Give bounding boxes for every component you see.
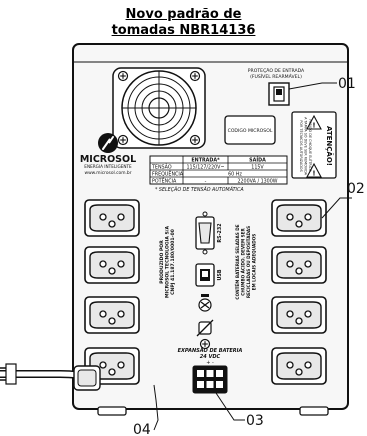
svg-text:CNPJ 41.187.180/0001-00: CNPJ 41.187.180/0001-00: [170, 229, 176, 295]
spec-row-1-label: FREQUÊNCIA: [152, 170, 184, 178]
input-protection-fuse: PROTEÇÃO DE ENTRADA (FUSÍVEL REARMÁVEL): [248, 67, 305, 106]
spec-row-1-value: 60 Hz: [228, 172, 242, 178]
battery-notice: CONTÉM BATERIAS SELADAS DE CHUMBO ÁCIDO.…: [235, 224, 257, 299]
protection-label-1: PROTEÇÃO DE ENTRADA: [248, 67, 305, 74]
title-line-1: Novo padrão de: [125, 7, 242, 22]
callout-label-01: 01: [338, 76, 356, 92]
warning-title: ATENÇÃO!: [325, 126, 334, 166]
outlet-right-1: [271, 199, 327, 237]
brand-tagline: ENERGIA INTELIGENTE: [84, 164, 132, 169]
svg-text:EM LOCAIS ADEQUADOS: EM LOCAIS ADEQUADOS: [252, 234, 257, 291]
title-line-2: tomadas NBR14136: [111, 23, 256, 38]
usb-port: [195, 263, 215, 287]
svg-text:MICROSOL TECNOLOGIA S/A: MICROSOL TECNOLOGIA S/A: [165, 226, 171, 299]
spec-row-2-out: 2200VA / 1300W: [237, 179, 277, 185]
svg-text:!: !: [312, 170, 315, 178]
outlet-right-2: [271, 246, 327, 284]
usb-label: USB: [217, 269, 223, 280]
warning-label: ! ! ATENÇÃO! PERIGO DE CHOQUE ELÉTRICO. …: [291, 111, 337, 179]
callout-label-02: 02: [347, 181, 365, 197]
svg-text:CHUMBO ÁCIDO. DEVEM SER: CHUMBO ÁCIDO. DEVEM SER: [241, 228, 246, 296]
warning-text-2: A TAMPA SÓ DEVE SER REMOVIDA: [304, 117, 309, 175]
spec-footnote: * SELEÇÃO DE TENSÃO AUTOMÁTICA: [155, 186, 244, 193]
power-cord: [0, 363, 101, 391]
rs232-label: RS-232: [217, 223, 223, 242]
warning-text-1: PERIGO DE CHOQUE ELÉTRICO.: [308, 119, 313, 172]
spec-table: ENTRADA* SAÍDA TENSÃO 115/127/220V~ 115V…: [149, 155, 288, 185]
brand-name: MICROSOL: [80, 154, 136, 165]
brand-url: www.microsol.com.br: [84, 170, 131, 176]
callout-line-04: [153, 384, 159, 431]
produced-by-label: PRODUZIDO POR MICROSOL TECNOLOGIA S/A CN…: [159, 226, 176, 299]
callout-line-03: [215, 392, 245, 421]
spec-row-0-out: 115V: [251, 165, 264, 171]
spec-row-2-label: POTÊNCIA: [152, 177, 177, 185]
outlet-left-3: [84, 296, 140, 334]
recycling-icon: [198, 294, 212, 312]
rs232-port: [195, 211, 215, 255]
cooling-fan: [112, 67, 206, 149]
outlet-left-1: [84, 199, 140, 237]
code-label: CODIGO MICROSOL: [228, 128, 273, 134]
callout-line-02: [321, 197, 352, 219]
spec-header-entrada: ENTRADA*: [191, 158, 220, 164]
svg-text:CONTÉM BATERIAS SELADAS DE: CONTÉM BATERIAS SELADAS DE: [235, 224, 240, 299]
svg-text:RECICLADAS OU DEPOSITADAS: RECICLADAS OU DEPOSITADAS: [246, 226, 251, 298]
callout-label-03: 03: [246, 413, 264, 429]
battery-polarity: + -: [206, 360, 214, 366]
brand-logo: MICROSOL ENERGIA INTELIGENTE www.microso…: [80, 133, 136, 176]
callout-line-01: [288, 82, 337, 90]
foot-left: [97, 406, 127, 416]
spec-row-0-in: 115/127/220V~: [186, 165, 224, 171]
outlet-left-2: [84, 246, 140, 284]
crossed-bin-icon: [196, 319, 214, 337]
spec-row-0-label: TENSÃO: [151, 164, 172, 171]
svg-text:!: !: [312, 122, 315, 130]
foot-right: [299, 406, 329, 416]
code-label-box: [224, 115, 276, 145]
spec-row-2-in: -: [205, 180, 207, 185]
protection-label-2: (FUSÍVEL REARMÁVEL): [250, 73, 302, 80]
spec-header-saida: SAÍDA: [249, 156, 266, 164]
battery-expansion-title: EXPANSÃO DE BATERIA: [178, 347, 243, 354]
battery-expansion-voltage: 24 VDC: [200, 354, 221, 360]
battery-expansion-connector: [192, 365, 228, 394]
outlet-right-3: [271, 296, 327, 334]
svg-text:PRODUZIDO POR: PRODUZIDO POR: [159, 240, 165, 284]
outlet-right-4: [271, 347, 327, 385]
callout-label-04: 04: [133, 422, 151, 436]
warning-text-3: POR TÉCNICOS AUTORIZADOS: [299, 120, 304, 172]
